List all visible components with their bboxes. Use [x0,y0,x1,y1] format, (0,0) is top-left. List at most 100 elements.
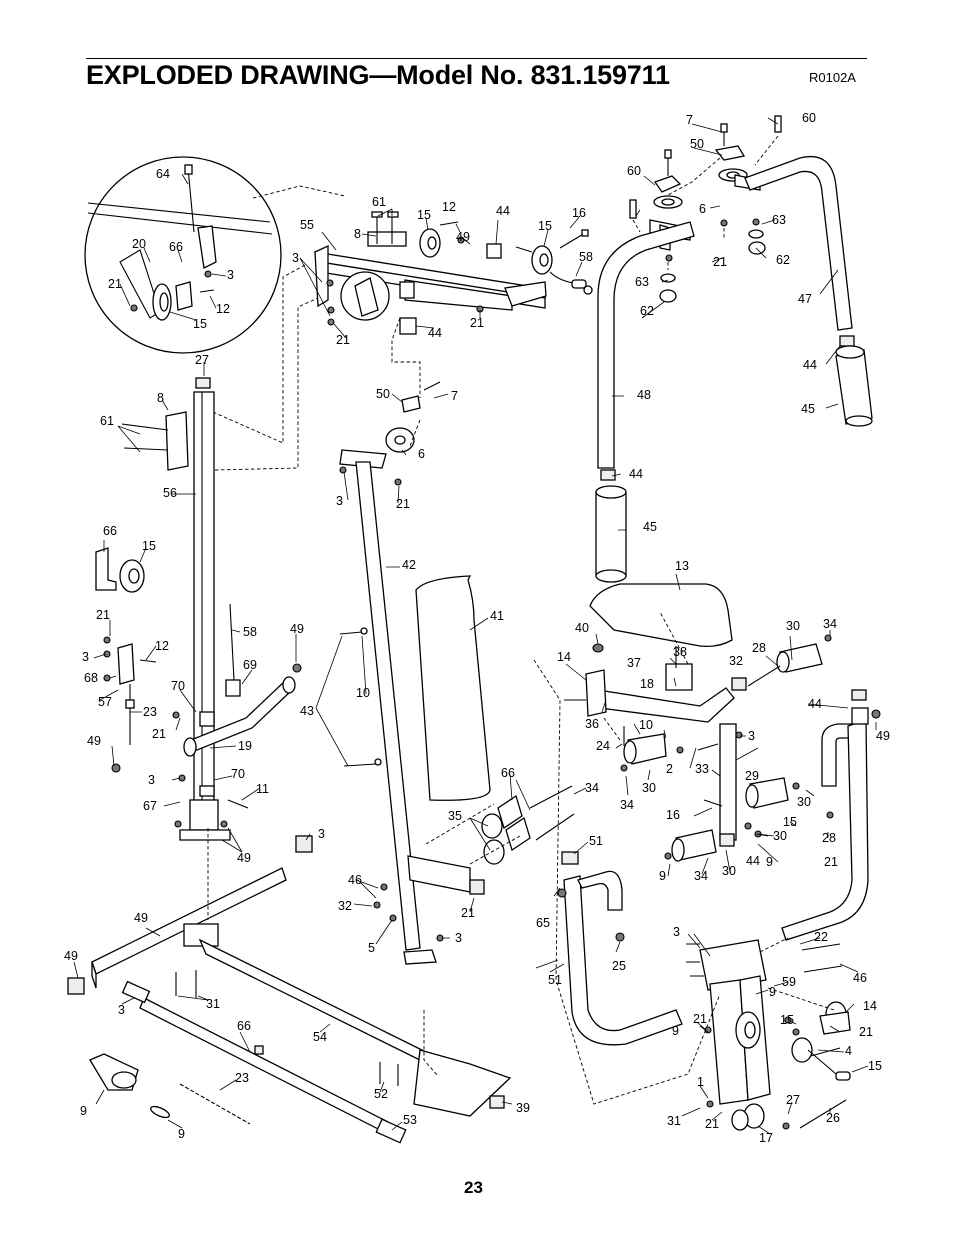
callout-21: 9 [766,855,773,869]
callout-29: 29 [745,769,759,783]
callout-44: 44 [428,326,442,340]
callout-61: 61 [372,195,386,209]
callout-21: 15 [780,1013,794,1027]
upright-tube [179,377,231,841]
callout-1: 52 [374,1087,388,1101]
detail-inset [84,156,282,354]
callout-34: 30 [797,795,811,809]
callout-3: 5 [368,941,375,955]
drawing-code: R0102A [809,70,856,85]
callout-12: 12 [216,302,230,316]
callout-3: 3 [227,268,234,282]
callout-30: 15 [783,815,797,829]
callout-62: 62 [776,253,790,267]
cable [229,603,235,681]
callout-21: 31 [667,1114,681,1128]
page-title: EXPLODED DRAWING—Model No. 831.159711 [86,60,670,90]
callout-27: 39 [516,1101,530,1115]
washer [374,758,382,766]
callout-49: 28 [822,831,836,845]
callout-32: 32 [729,654,743,668]
callout-10: 10 [639,718,653,732]
nut [172,711,180,719]
callout-21: 21 [336,333,350,347]
callout-49: 49 [87,734,101,748]
callout-21: 32 [338,899,352,913]
callout-44: 44 [808,697,822,711]
callout-23: 15 [868,1059,882,1073]
callout-58: 58 [579,250,593,264]
callout-7: 7 [686,113,693,127]
callout-37: 37 [627,656,641,670]
callout-60: 60 [802,111,816,125]
callout-44: 44 [496,204,510,218]
pulley-pair [481,785,575,865]
callout-28: 28 [752,641,766,655]
callout-2: 2 [666,762,673,776]
callout-40: 40 [575,621,589,635]
callout-41: 41 [490,609,504,623]
callout-15: 14 [863,999,877,1013]
callout-46: 21 [824,855,838,869]
bolt [343,763,377,767]
callout-23: 23 [143,705,157,719]
callout-70: 70 [171,679,185,693]
callout-65: 21 [461,906,475,920]
callout-34: 9 [659,869,666,883]
callout-44: 44 [629,467,643,481]
callout-59: 26 [826,1111,840,1125]
callout-56: 56 [163,486,177,500]
callout-48: 48 [637,388,651,402]
callout-39: 9 [80,1104,87,1118]
rear-post [686,939,851,1131]
callout-15: 15 [538,219,552,233]
callout-21: 21 [470,316,484,330]
chain [150,1083,251,1125]
callout-12: 12 [442,200,456,214]
callout-66: 66 [169,240,183,254]
callout-7: 7 [451,389,458,403]
callout-46: 51 [548,973,562,987]
callout-57: 57 [98,695,112,709]
leg-lever-left [557,851,683,1046]
callout-53: 9 [178,1127,185,1141]
arm-tubes [597,156,853,469]
callout-49: 49 [876,729,890,743]
seat-frame [564,643,747,723]
washer [360,627,368,635]
callout-45: 45 [801,402,815,416]
upper-frame [313,211,593,335]
callout-22: 3 [673,925,680,939]
callout-32: 30 [722,864,736,878]
nut [174,820,182,828]
callout-44: 44 [803,358,817,372]
callout-3: 9 [769,985,776,999]
callout-17: 21 [705,1117,719,1131]
callout-30: 30 [786,619,800,633]
callout-13: 13 [675,559,689,573]
end-cap [469,879,485,895]
callout-58: 58 [243,625,257,639]
callout-21: 21 [713,255,727,269]
handle-bar [183,676,296,757]
callout-30: 34 [694,869,708,883]
callout-labels: 7 60 50 60 6 64 61 12 44 16 8 15 49 15 6… [64,111,890,1145]
callout-30: 30 [642,781,656,795]
callout-63: 63 [635,275,649,289]
callout-52: 23 [235,1071,249,1085]
nut [339,466,347,474]
callout-62: 62 [640,304,654,318]
callout-21: 21 [96,608,110,622]
callout-60: 60 [627,164,641,178]
callout-50: 50 [690,137,704,151]
bench-frame [339,381,491,965]
callout-14: 14 [557,650,571,664]
callout-42: 42 [402,558,416,572]
callout-9: 21 [693,1012,707,1026]
long-bar [121,980,407,1144]
callout-20: 20 [132,237,146,251]
callout-49: 49 [290,622,304,636]
callout-5: 49 [134,911,148,925]
base-frame [67,835,512,1117]
